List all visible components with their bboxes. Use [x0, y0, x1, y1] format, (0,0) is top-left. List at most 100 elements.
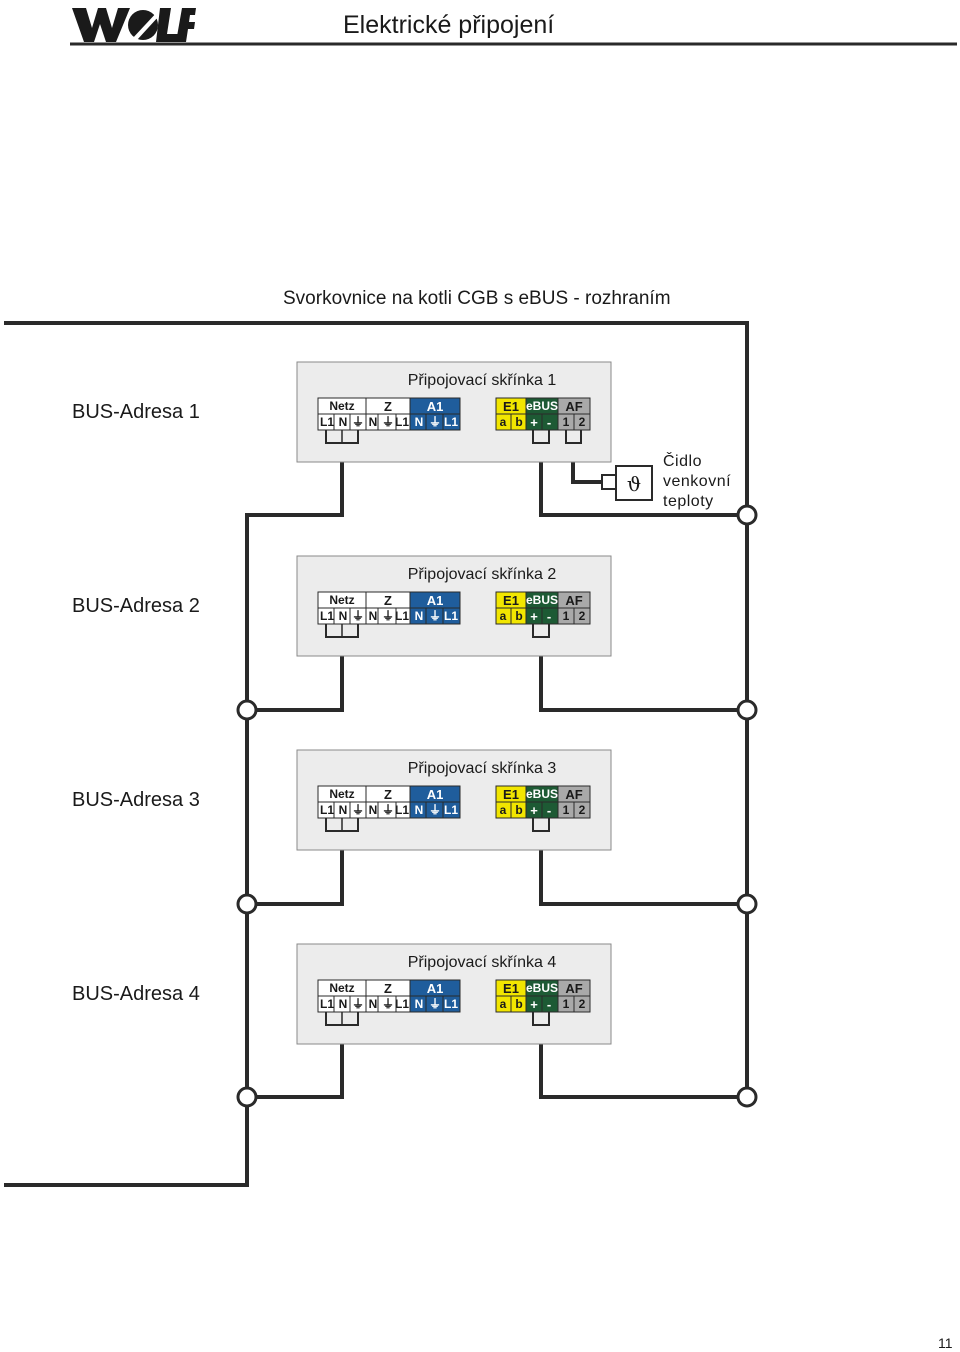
bus-address-label: BUS-Adresa 3 [72, 789, 200, 811]
terminal-pin: + [530, 609, 538, 624]
terminal-pin: N [369, 609, 378, 623]
terminal-header-netz: Netz [329, 981, 354, 995]
terminal-pin: N [339, 803, 348, 817]
junction-node [736, 699, 758, 721]
junction-node [236, 893, 258, 915]
terminal-pin: a [500, 803, 507, 817]
terminal-header-ebus: eBUS [526, 399, 558, 413]
terminal-header-z: Z [384, 593, 392, 608]
terminal-pin: N [369, 997, 378, 1011]
terminal-pin: L1 [444, 997, 458, 1011]
ground-icon: ⏚ [352, 609, 364, 623]
header: Elektrické připojení [70, 8, 957, 46]
terminal-pin: L1 [320, 997, 334, 1011]
ground-icon: ⏚ [429, 803, 441, 817]
page-title: Elektrické připojení [343, 11, 554, 39]
terminal-pin: L1 [320, 803, 334, 817]
terminal-header-z: Z [384, 981, 392, 996]
terminal-pin: L1 [320, 609, 334, 623]
terminal-pin: 1 [563, 997, 570, 1011]
terminal-pin: b [515, 609, 522, 623]
terminal-header-netz: Netz [329, 593, 354, 607]
terminal-header-a1: A1 [427, 399, 444, 414]
sensor-label-line: Čidlo [663, 451, 702, 470]
terminal-pin: N [339, 415, 348, 429]
ground-icon: ⏚ [382, 415, 394, 429]
junction-node [736, 1086, 758, 1108]
terminal-pin: N [415, 415, 424, 429]
ground-icon: ⏚ [352, 803, 364, 817]
connector-plug [325, 624, 550, 638]
terminal-pin: 2 [579, 997, 586, 1011]
terminal-pin: 1 [563, 609, 570, 623]
terminal-header-netz: Netz [329, 787, 354, 801]
ground-icon: ⏚ [382, 997, 394, 1011]
terminal-pin: L1 [444, 609, 458, 623]
connection-box-label: Připojovací skřínka 4 [408, 954, 557, 971]
terminal-pin: L1 [395, 803, 409, 817]
terminal-pin: N [339, 609, 348, 623]
ground-icon: ⏚ [352, 997, 364, 1011]
bus-address-label: BUS-Adresa 2 [72, 595, 200, 617]
connection-box-label: Připojovací skřínka 1 [408, 372, 557, 389]
terminal-pin: 1 [563, 803, 570, 817]
terminal-header-af: AF [565, 593, 582, 608]
ground-icon: ⏚ [429, 415, 441, 429]
terminal-header-ebus: eBUS [526, 787, 558, 801]
terminal-pin: L1 [395, 609, 409, 623]
terminal-pin: - [547, 415, 551, 430]
junction-node [236, 699, 258, 721]
thermometer-icon: ϑ [627, 472, 641, 496]
terminal-pin: L1 [320, 415, 334, 429]
bus-wires [4, 321, 749, 1187]
terminal-pin: N [339, 997, 348, 1011]
terminal-header-e1: E1 [503, 981, 519, 996]
terminal-pin: L1 [395, 415, 409, 429]
terminal-pin: + [530, 803, 538, 818]
terminal-header-ebus: eBUS [526, 593, 558, 607]
page-number: 11 [938, 1335, 953, 1351]
sensor-label-line: venkovní [663, 473, 731, 490]
terminal-pin: 2 [579, 415, 586, 429]
terminal-header-a1: A1 [427, 787, 444, 802]
outdoor-temperature-sensor: ϑ Čidlo venkovní teploty [601, 451, 731, 510]
terminal-pin: N [415, 609, 424, 623]
ground-icon: ⏚ [382, 803, 394, 817]
diagram-subtitle: Svorkovnice na kotli CGB s eBUS - rozhra… [283, 288, 671, 309]
terminal-pin: + [530, 997, 538, 1012]
ground-icon: ⏚ [352, 415, 364, 429]
terminal-header-z: Z [384, 399, 392, 414]
terminal-pin: 1 [563, 415, 570, 429]
connection-box-label: Připojovací skřínka 2 [408, 566, 557, 583]
terminal-header-ebus: eBUS [526, 981, 558, 995]
terminal-header-af: AF [565, 787, 582, 802]
terminal-pin: - [547, 609, 551, 624]
terminal-pin: - [547, 803, 551, 818]
connector-plug [325, 1012, 550, 1026]
terminal-pin: b [515, 415, 522, 429]
wolf-logo [72, 8, 196, 42]
terminal-pin: b [515, 803, 522, 817]
terminal-pin: L1 [395, 997, 409, 1011]
junction-node [236, 1086, 258, 1108]
bus-junctions [236, 504, 758, 1108]
connector-plug [325, 818, 550, 832]
terminal-pin: L1 [444, 803, 458, 817]
terminal-header-z: Z [384, 787, 392, 802]
terminal-pin: + [530, 415, 538, 430]
terminal-header-a1: A1 [427, 593, 444, 608]
terminal-header-netz: Netz [329, 399, 354, 413]
sensor-label-line: teploty [663, 493, 714, 510]
ground-icon: ⏚ [382, 609, 394, 623]
terminal-pin: a [500, 609, 507, 623]
